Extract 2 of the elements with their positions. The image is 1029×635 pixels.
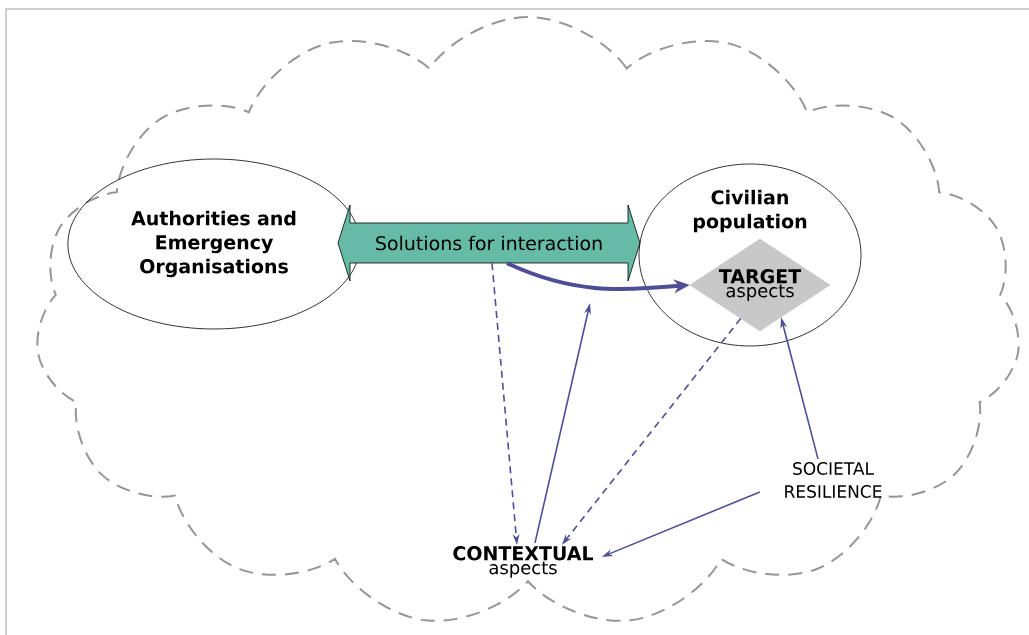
- resilience-text: SOCIETAL RESILIENCE: [785, 462, 882, 498]
- aspect-text: CONTEXTUAL aspects: [453, 546, 594, 578]
